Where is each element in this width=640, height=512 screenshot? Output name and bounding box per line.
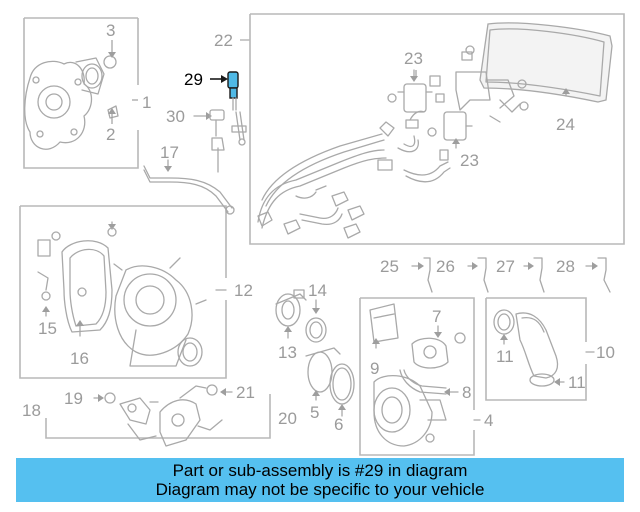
pump-assembly — [24, 55, 119, 150]
callout-22: 22 — [214, 31, 233, 50]
group-box-4 — [359, 297, 475, 456]
callout-9: 9 — [370, 359, 379, 378]
group-20-contents — [93, 384, 233, 447]
callout-24: 24 — [556, 115, 575, 134]
callout-5: 5 — [310, 403, 319, 422]
sensors-25-28 — [411, 257, 611, 293]
group-box-10 — [485, 297, 587, 401]
callout-13: 13 — [278, 343, 297, 362]
callout-2: 2 — [106, 125, 115, 144]
callout-1: 1 — [142, 93, 151, 112]
group-box-12 — [19, 205, 227, 379]
callout-19: 19 — [64, 389, 83, 408]
callout-10: 10 — [596, 343, 615, 362]
banner-line-2: Diagram may not be specific to your vehi… — [155, 480, 485, 499]
group-4-contents — [369, 303, 481, 447]
part-17-pipe — [143, 159, 235, 215]
clamps-and-gaskets — [275, 289, 355, 417]
callout-4: 4 — [484, 411, 493, 430]
callout-14: 14 — [308, 281, 327, 300]
part-29-highlighted — [210, 71, 247, 146]
callout-23-top: 23 — [404, 49, 423, 68]
callout-7: 7 — [432, 307, 441, 326]
callout-8: 8 — [462, 383, 471, 402]
turbo-assembly — [37, 221, 227, 367]
callout-17: 17 — [160, 143, 179, 162]
callout-11-left: 11 — [496, 347, 514, 366]
callout-18: 18 — [22, 401, 41, 420]
group-box-1 — [23, 17, 139, 169]
callout-3: 3 — [106, 21, 115, 40]
callout-30: 30 — [166, 107, 185, 126]
callout-16: 16 — [70, 349, 89, 368]
group-22-contents — [257, 22, 613, 239]
callout-29: 29 — [184, 70, 203, 89]
callout-20: 20 — [278, 409, 297, 428]
callout-15: 15 — [38, 319, 57, 338]
callout-12: 12 — [234, 281, 253, 300]
callout-23-bottom: 23 — [460, 151, 479, 170]
callout-labels: 3 1 2 29 30 17 22 23 23 24 25 26 27 28 1… — [22, 21, 615, 434]
callout-26: 26 — [436, 257, 455, 276]
info-banner: Part or sub-assembly is #29 in diagram D… — [16, 458, 624, 502]
leaders-group-1 — [108, 40, 138, 124]
callout-6: 6 — [334, 415, 343, 434]
callout-21: 21 — [236, 383, 255, 402]
callout-27: 27 — [496, 257, 515, 276]
callout-28: 28 — [556, 257, 575, 276]
group-box-20 — [45, 394, 271, 439]
callout-25: 25 — [380, 257, 399, 276]
group-box-22 — [240, 13, 625, 245]
group-10-contents — [493, 309, 595, 387]
part-30-sensor — [193, 109, 225, 173]
callout-11-right: 11 — [568, 373, 586, 392]
banner-line-1: Part or sub-assembly is #29 in diagram — [172, 461, 468, 480]
